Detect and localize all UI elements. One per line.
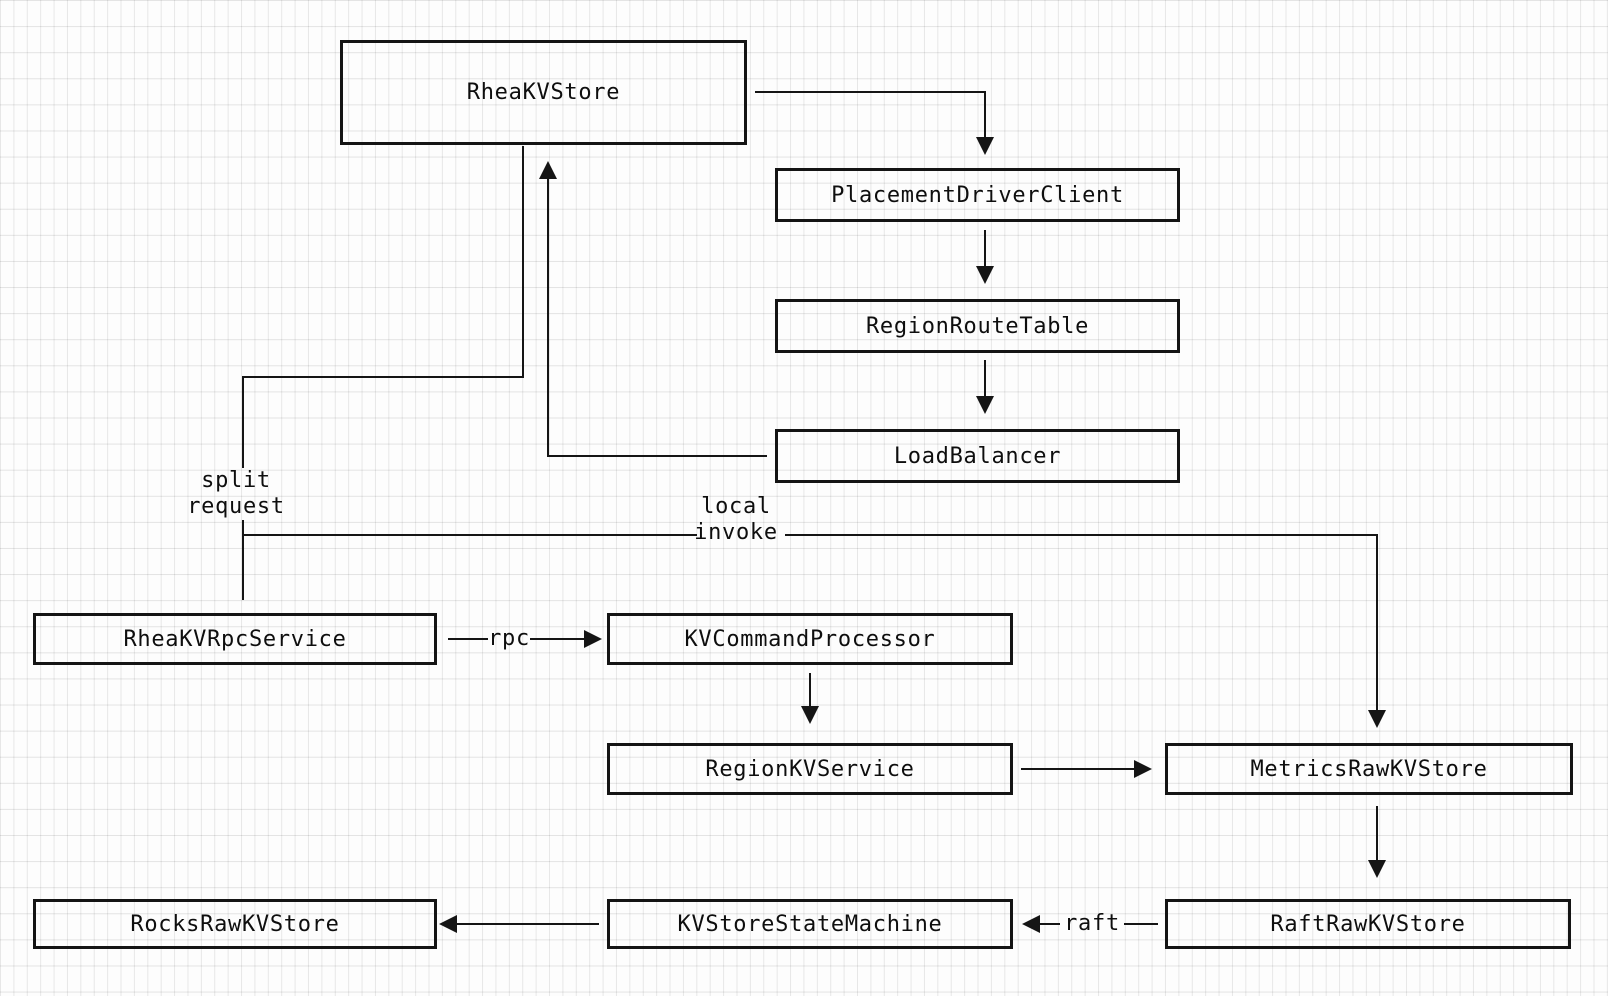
arrow-down-icon <box>976 396 994 414</box>
node-label: RheaKVStore <box>466 80 621 105</box>
edge-label-raft: raft <box>1042 911 1142 937</box>
node-label: KVCommandProcessor <box>684 626 936 652</box>
arrow-left-icon <box>439 915 457 933</box>
node-rocks-raw-kv-store: RocksRawKVStore <box>33 899 437 949</box>
arrow-down-icon <box>1368 710 1386 728</box>
arrow-right-icon <box>584 630 602 648</box>
edge-line <box>984 230 986 266</box>
edge-line <box>1376 806 1378 860</box>
node-label: LoadBalancer <box>893 443 1062 469</box>
arrow-down-icon <box>976 137 994 155</box>
arrow-up-icon <box>539 161 557 179</box>
node-region-route-table: RegionRouteTable <box>775 299 1180 353</box>
node-label: RocksRawKVStore <box>130 911 340 937</box>
node-metrics-raw-kv-store: MetricsRawKVStore <box>1165 743 1573 795</box>
edge-line <box>1376 534 1378 710</box>
node-load-balancer: LoadBalancer <box>775 429 1180 483</box>
node-kv-store-state-machine: KVStoreStateMachine <box>607 899 1013 949</box>
node-rheakv-rpc-service: RheaKVRpcService <box>33 613 437 665</box>
node-rheakv-store: RheaKVStore <box>340 40 747 145</box>
edge-line <box>785 534 1378 536</box>
edge-line <box>242 520 244 600</box>
arrow-left-icon <box>1022 915 1040 933</box>
edge-label-line: local <box>701 494 771 519</box>
edge-line <box>755 91 985 93</box>
edge-line <box>530 638 584 640</box>
edge-label-rpc: rpc <box>459 626 559 652</box>
node-label: RheaKVRpcService <box>123 626 347 652</box>
node-region-kv-service: RegionKVService <box>607 743 1013 795</box>
node-label: RegionKVService <box>705 756 915 782</box>
arrow-down-icon <box>976 266 994 284</box>
node-placement-driver-client: PlacementDriverClient <box>775 168 1180 222</box>
arrow-down-icon <box>801 706 819 724</box>
edge-label-line: split <box>201 468 271 493</box>
edge-label-line: invoke <box>694 520 778 545</box>
edge-label-local-invoke: local invoke <box>636 494 836 546</box>
edge-line <box>984 360 986 396</box>
edge-line <box>547 179 549 457</box>
edge-label-line: request <box>187 494 285 519</box>
edge-label-line: raft <box>1064 911 1120 936</box>
edge-line <box>548 455 767 457</box>
arrow-down-icon <box>1368 860 1386 878</box>
edge-label-line: rpc <box>488 626 530 651</box>
edge-label-split-request: split request <box>130 468 342 520</box>
node-label: MetricsRawKVStore <box>1250 756 1488 782</box>
edge-line <box>1040 923 1060 925</box>
edge-line <box>242 376 524 378</box>
edge-line <box>809 673 811 706</box>
node-kv-command-processor: KVCommandProcessor <box>607 613 1013 665</box>
edge-line <box>242 376 244 468</box>
edge-line <box>522 146 524 378</box>
edge-line <box>448 638 488 640</box>
node-label: RegionRouteTable <box>865 313 1090 339</box>
node-label: PlacementDriverClient <box>831 182 1124 208</box>
node-label: KVStoreStateMachine <box>677 911 943 937</box>
edge-line <box>242 534 697 536</box>
arrow-right-icon <box>1134 760 1152 778</box>
edge-line <box>1021 768 1134 770</box>
edge-line <box>457 923 599 925</box>
edge-line <box>1124 923 1158 925</box>
edge-line <box>984 91 986 137</box>
node-raft-raw-kv-store: RaftRawKVStore <box>1165 899 1571 949</box>
node-label: RaftRawKVStore <box>1270 911 1466 937</box>
